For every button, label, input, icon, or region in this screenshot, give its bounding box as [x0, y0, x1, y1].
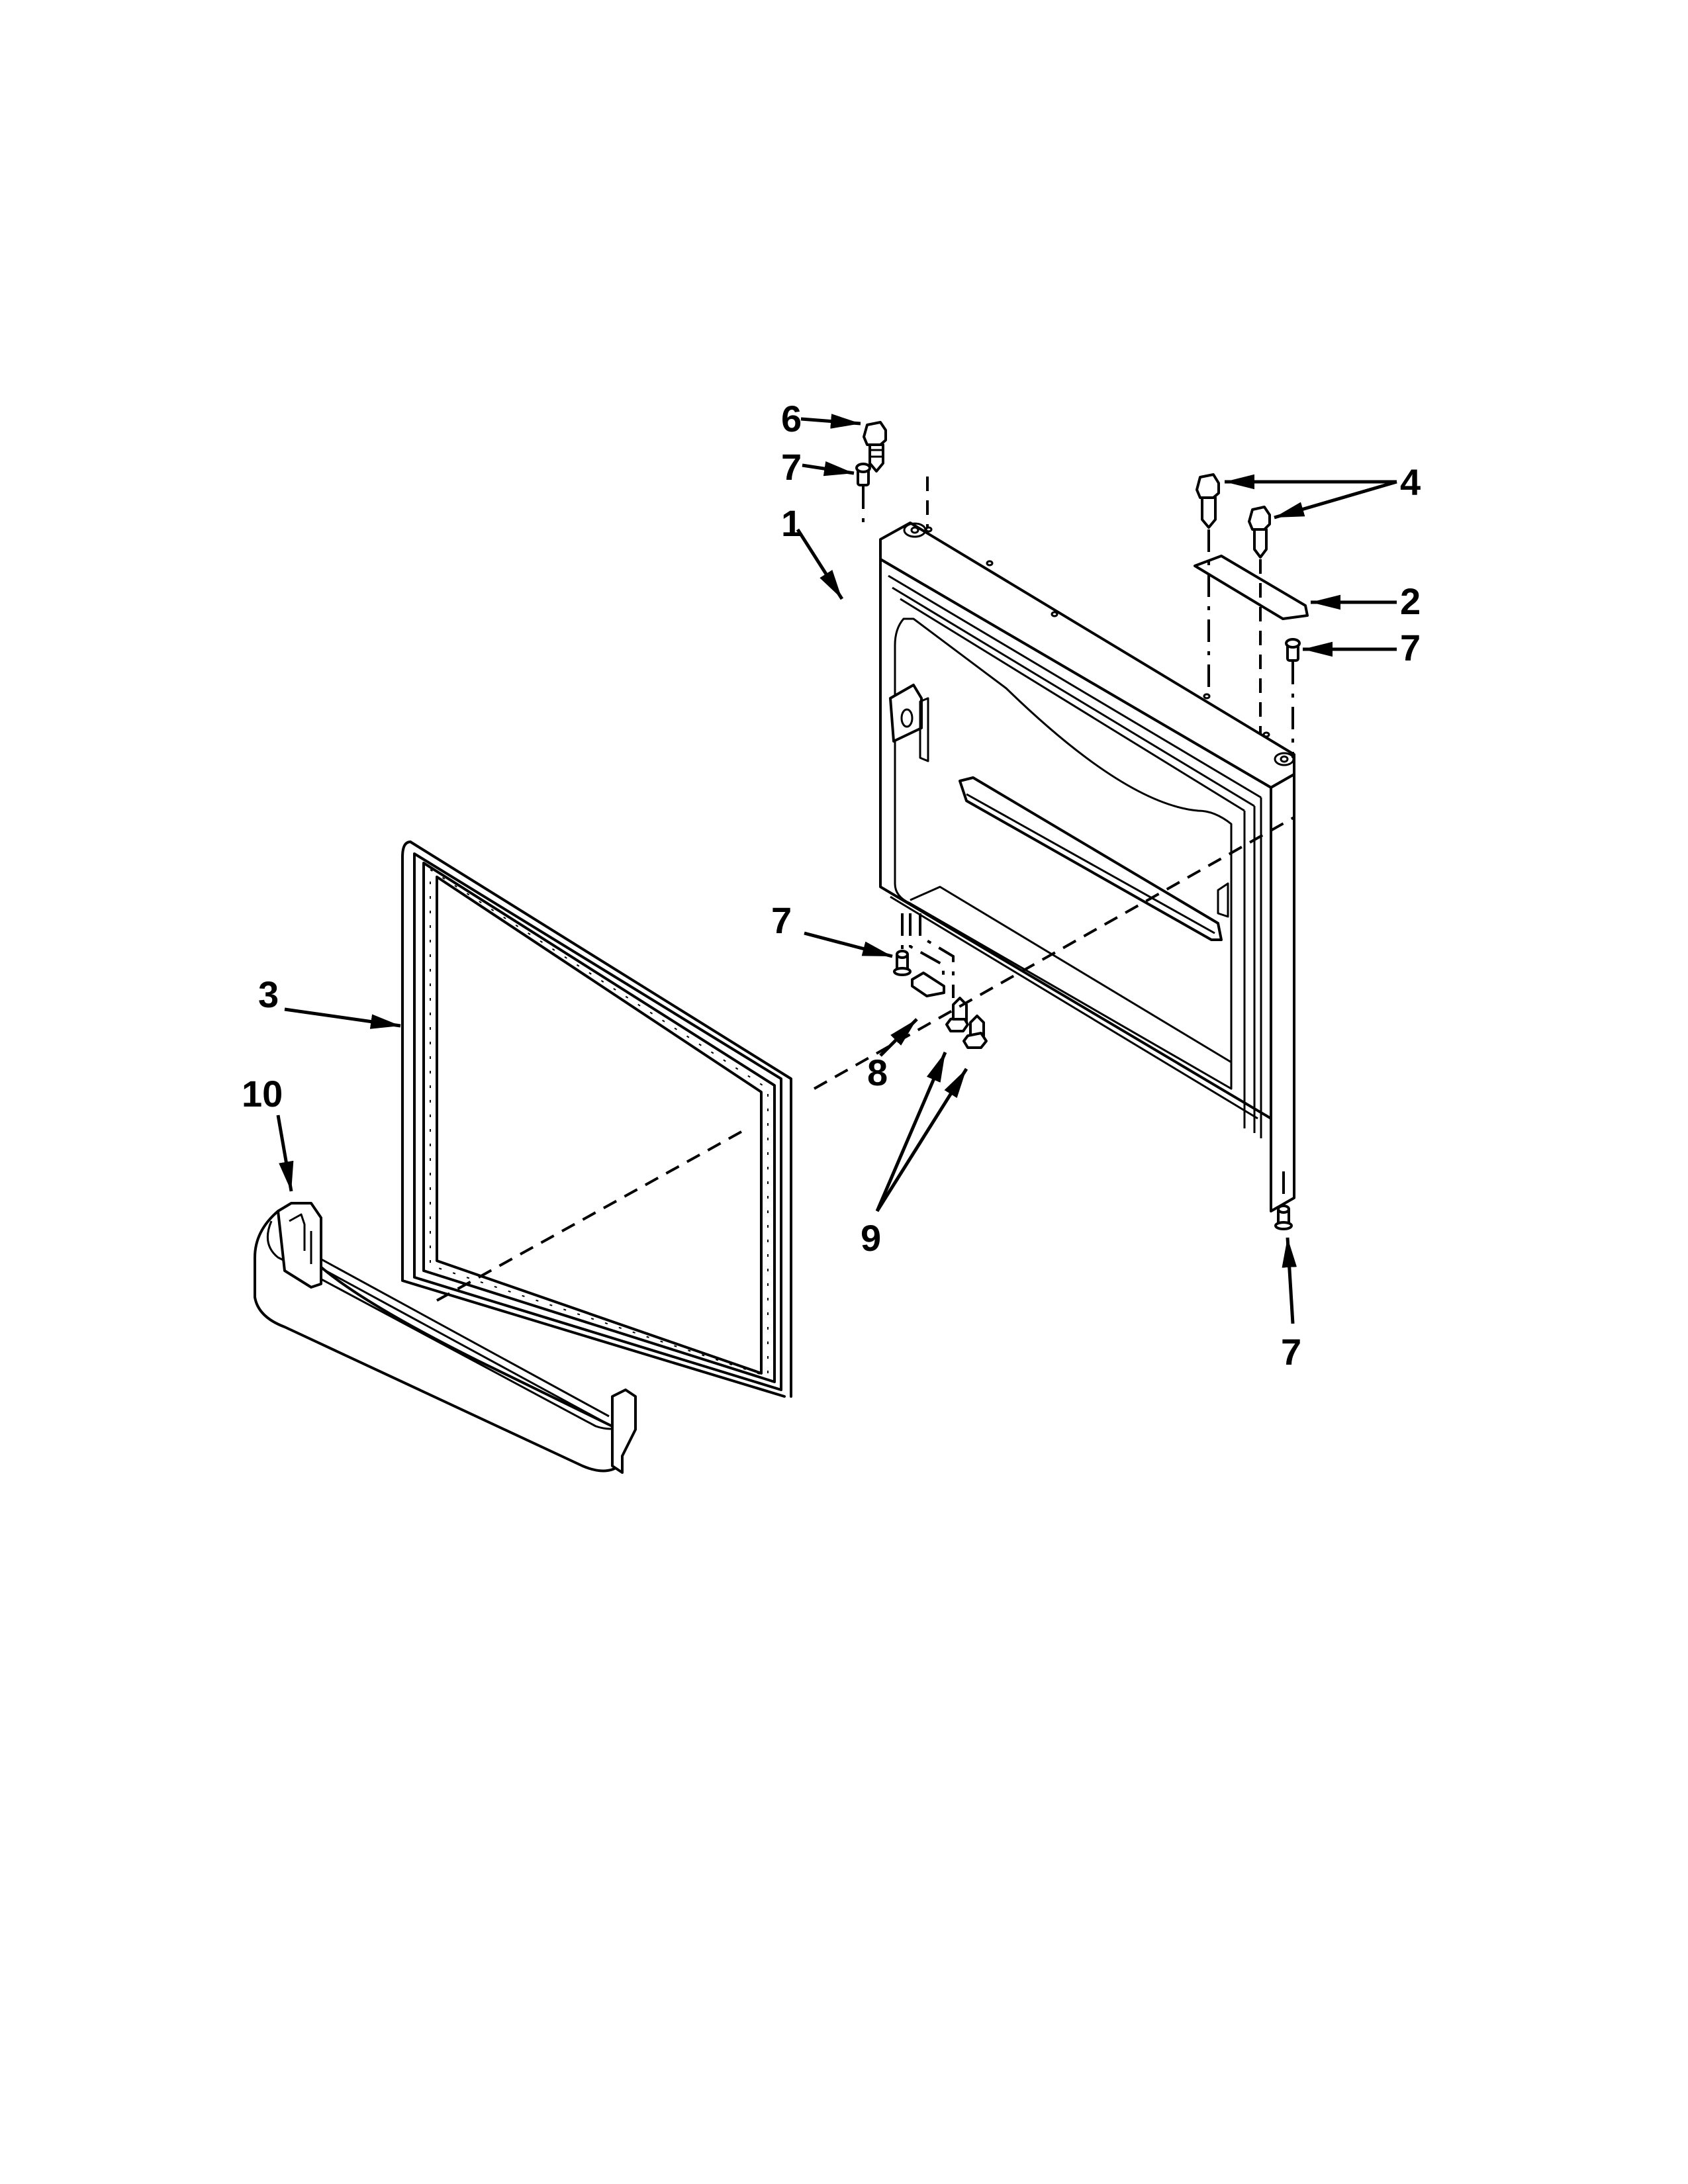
callout-9: 9 [861, 1217, 881, 1259]
callout-7: 7 [1400, 627, 1421, 668]
callout-7: 7 [781, 446, 802, 488]
callout-labels: 6 7 1 4 2 7 7 3 10 8 9 7 [242, 398, 1421, 1373]
callout-7: 7 [1281, 1331, 1301, 1373]
handle-bracket [911, 972, 945, 997]
callout-2: 2 [1400, 580, 1421, 622]
callout-1: 1 [781, 502, 802, 544]
bushing-icon [855, 463, 871, 486]
hinge-screw-icon [863, 421, 887, 473]
callout-4: 4 [1400, 461, 1421, 503]
trim-screw-icon [1196, 473, 1220, 529]
door-stop [1194, 555, 1309, 620]
callout-3: 3 [258, 974, 279, 1015]
bushing-icon [1274, 1205, 1293, 1230]
bracket-screw-icon [952, 997, 968, 1021]
callout-8: 8 [867, 1052, 888, 1093]
door-outer-panel [879, 522, 1295, 1212]
leader-arrows [276, 414, 1397, 1324]
bracket-screw-icon [962, 1015, 988, 1049]
bushing-icon [893, 950, 912, 976]
callout-10: 10 [242, 1073, 283, 1115]
assembly-lines [436, 477, 1295, 1302]
callout-7: 7 [771, 899, 792, 941]
callout-6: 6 [781, 398, 802, 439]
trim-screw-icon [1248, 506, 1271, 559]
bushing-icon [1285, 638, 1301, 662]
door-gasket [401, 841, 792, 1398]
door-bin [254, 1202, 637, 1474]
